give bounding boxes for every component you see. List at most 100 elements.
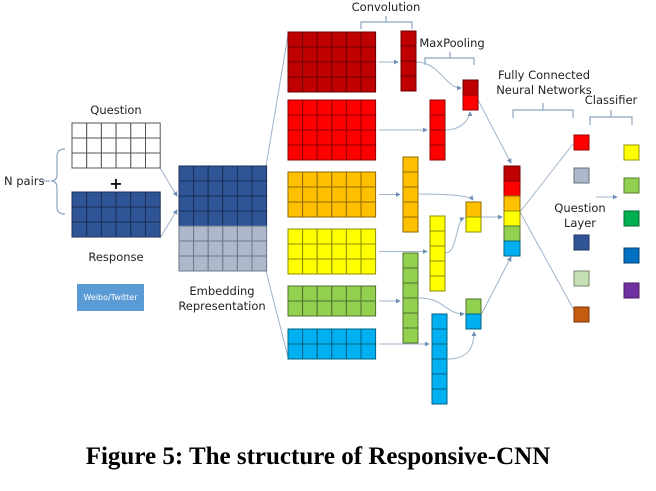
feature-map-red-cell bbox=[360, 144, 377, 161]
feature-map-blue bbox=[287, 328, 377, 360]
question-grid-cell bbox=[71, 122, 88, 139]
feature-map-yellow-cell bbox=[302, 228, 318, 245]
question-layer-unit bbox=[573, 234, 590, 251]
question-grid-cell bbox=[115, 137, 132, 154]
feature-map-orange-cell bbox=[345, 186, 362, 203]
network-blocks bbox=[71, 30, 640, 405]
response-grid-cell bbox=[86, 221, 102, 238]
question-grid-cell bbox=[100, 122, 117, 139]
feature-map-dark-red-cell bbox=[287, 46, 304, 63]
feature-map-yellow-cell bbox=[316, 243, 333, 260]
conv-column-green-cell bbox=[402, 327, 419, 344]
feature-map-red-cell bbox=[302, 144, 318, 161]
feature-map-yellow-cell bbox=[302, 243, 318, 260]
feature-map-dark-red-cell bbox=[316, 31, 333, 48]
response-grid-cell bbox=[145, 221, 161, 238]
pool1-to-fc bbox=[477, 99, 512, 164]
response-grid-cell bbox=[86, 206, 102, 223]
feature-map-dark-red-cell bbox=[287, 61, 304, 78]
feature-map-dark-red-cell bbox=[360, 46, 377, 63]
feature-map-red-cell bbox=[345, 99, 362, 116]
feature-map-orange-cell bbox=[331, 171, 347, 188]
feature-map-yellow-cell bbox=[287, 243, 304, 260]
embedding-grid-cell bbox=[251, 195, 268, 212]
feature-map-red-cell bbox=[316, 144, 333, 161]
conv-column-yellow-cell bbox=[429, 245, 446, 262]
pool3-to-fc bbox=[480, 256, 512, 316]
feature-map-red-cell bbox=[331, 114, 347, 131]
feature-map-red-cell bbox=[331, 144, 347, 161]
pooled-cell bbox=[465, 216, 482, 233]
conv-column-dark-red bbox=[400, 30, 417, 92]
question-grid bbox=[71, 122, 161, 169]
pool-curve-red bbox=[444, 111, 473, 131]
feature-map-blue-cell bbox=[316, 343, 333, 360]
question-grid-cell bbox=[86, 152, 102, 169]
pool-curve-green bbox=[418, 297, 465, 317]
feature-map-orange-cell bbox=[316, 186, 333, 203]
feature-map-orange-cell bbox=[287, 186, 304, 203]
conv-column-dark-red-cell bbox=[400, 75, 417, 92]
embedding-grid-cell bbox=[236, 165, 253, 182]
embedding-grid-cell bbox=[251, 180, 268, 197]
feature-map-red-cell bbox=[345, 114, 362, 131]
conv-column-green-cell bbox=[402, 312, 419, 329]
question-label: Question bbox=[90, 103, 141, 117]
feature-map-orange-cell bbox=[345, 201, 362, 218]
conv-column-green-cell bbox=[402, 267, 419, 284]
feature-map-red-cell bbox=[331, 129, 347, 146]
fc-cell bbox=[503, 180, 521, 197]
question-grid-cell bbox=[145, 137, 161, 154]
embedding-grid-cell bbox=[193, 195, 209, 212]
feature-map-yellow-cell bbox=[331, 243, 347, 260]
conv-column-red-cell bbox=[429, 129, 446, 146]
feature-map-orange-cell bbox=[331, 201, 347, 218]
conv-column-orange-cell bbox=[402, 186, 419, 203]
feature-map-dark-red-cell bbox=[360, 61, 377, 78]
feature-map-green-cell bbox=[331, 300, 347, 317]
feature-map-red-cell bbox=[302, 129, 318, 146]
feature-map-orange-cell bbox=[360, 201, 377, 218]
embedding-grid-cell bbox=[222, 210, 238, 227]
feature-map-green-cell bbox=[287, 285, 304, 302]
feature-map-orange-cell bbox=[360, 186, 377, 203]
feature-map-yellow-cell bbox=[316, 228, 333, 245]
conv-column-red bbox=[429, 99, 446, 161]
connector-lines bbox=[159, 34, 618, 360]
conv-column-yellow-cell bbox=[429, 260, 446, 277]
conv-column-dark-red-cell bbox=[400, 45, 417, 62]
feature-map-orange-cell bbox=[287, 171, 304, 188]
question-layer-unit bbox=[573, 134, 590, 151]
pool-curve-yellow bbox=[444, 217, 465, 254]
embedding-grid-cell bbox=[193, 210, 209, 227]
classifier-unit bbox=[623, 247, 640, 264]
pooled-block-1 bbox=[462, 79, 479, 111]
response-grid-cell bbox=[145, 191, 161, 208]
feature-map-blue-cell bbox=[302, 328, 318, 345]
embedding-grid-cell bbox=[193, 180, 209, 197]
classifier-label: Classifier bbox=[585, 93, 638, 107]
feature-map-red-cell bbox=[316, 129, 333, 146]
conv-column-yellow-cell bbox=[429, 230, 446, 247]
embedding-grid-cell bbox=[222, 225, 238, 242]
response-grid-cell bbox=[100, 206, 117, 223]
embedding-grid-cell bbox=[178, 255, 195, 272]
conv-column-red-cell bbox=[429, 144, 446, 161]
question-layer-unit bbox=[573, 167, 590, 184]
response-grid-cell bbox=[71, 191, 88, 208]
feature-map-red-cell bbox=[287, 144, 304, 161]
question-grid-cell bbox=[71, 137, 88, 154]
pooled-cell bbox=[465, 298, 482, 315]
feature-map-red-cell bbox=[331, 99, 347, 116]
conv-column-dark-red-cell bbox=[400, 30, 417, 47]
feature-map-blue-cell bbox=[360, 328, 377, 345]
question-grid-cell bbox=[115, 122, 132, 139]
embedding-grid-cell bbox=[178, 165, 195, 182]
feature-map-green-cell bbox=[331, 285, 347, 302]
embedding-grid-cell bbox=[193, 255, 209, 272]
embedding-grid-cell bbox=[251, 165, 268, 182]
feature-map-blue-cell bbox=[331, 343, 347, 360]
pooled-cell bbox=[465, 201, 482, 218]
feature-map-yellow-cell bbox=[360, 243, 377, 260]
fc-to-question-layer-top bbox=[519, 143, 574, 213]
